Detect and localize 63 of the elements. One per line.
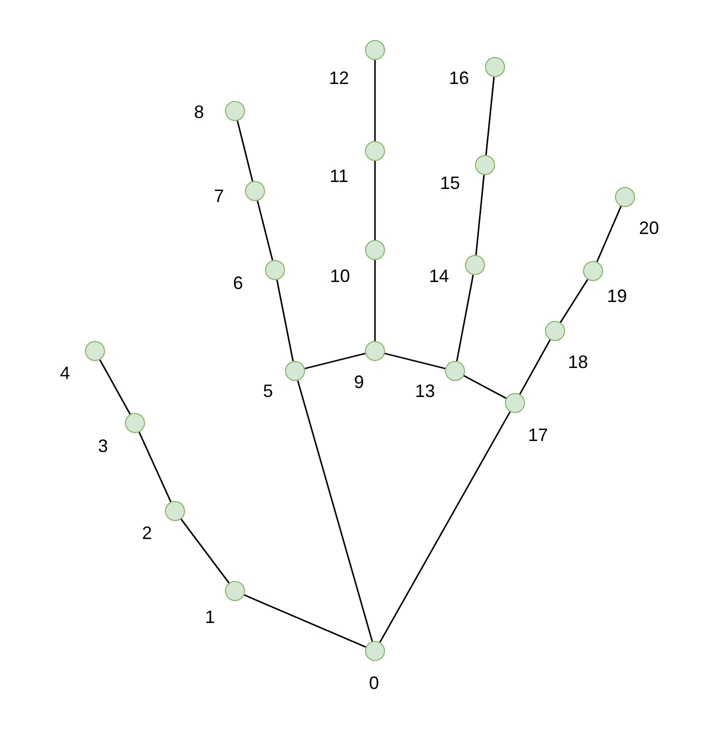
joint-circle xyxy=(285,361,305,381)
landmark-number: 1 xyxy=(205,607,215,627)
landmark-number: 13 xyxy=(414,381,436,401)
joint-circle xyxy=(245,181,265,201)
connector-line xyxy=(276,280,294,362)
connector-line xyxy=(244,594,366,648)
connector-line xyxy=(463,375,507,399)
joint-circle xyxy=(85,341,105,361)
landmark-number: 4 xyxy=(60,363,70,383)
landmark-number: 14 xyxy=(428,266,450,286)
connector-line xyxy=(297,380,373,642)
landmark-number: 18 xyxy=(568,352,588,372)
landmark-number: 7 xyxy=(214,186,224,206)
landmark-number: 12 xyxy=(328,68,350,88)
connector-line xyxy=(236,120,254,182)
connector-line xyxy=(374,60,376,141)
landmark-number: 11 xyxy=(330,166,348,186)
connector-line xyxy=(485,76,495,156)
joint-circle xyxy=(615,187,635,207)
landmark-number: 10 xyxy=(330,266,350,286)
joint-circle xyxy=(465,255,485,275)
landmark-number: 20 xyxy=(638,218,660,238)
joint-circle xyxy=(365,341,385,361)
joint-circle xyxy=(505,393,525,413)
joint-circle xyxy=(445,361,465,381)
landmark-number: 9 xyxy=(354,372,364,392)
connector-line xyxy=(475,174,485,256)
landmark-number: 15 xyxy=(440,173,460,193)
landmark-number: 0 xyxy=(369,673,379,693)
connector-line xyxy=(180,518,230,584)
connector-line xyxy=(374,161,376,240)
connector-line xyxy=(138,432,172,502)
joint-circle xyxy=(265,260,285,280)
joint-circle xyxy=(225,101,245,121)
connector-line xyxy=(374,260,376,341)
connector-line xyxy=(99,359,131,415)
joint-circle xyxy=(365,240,385,260)
landmark-number: 2 xyxy=(142,523,152,543)
landmark-number: 5 xyxy=(263,381,273,401)
joint-circle xyxy=(365,141,385,161)
connector-line xyxy=(379,411,511,643)
joint-circle xyxy=(475,155,495,175)
joint-circle xyxy=(225,581,245,601)
connector-line xyxy=(456,274,474,362)
landmark-number: 16 xyxy=(448,68,470,88)
joint-circle xyxy=(583,261,603,281)
connector-line xyxy=(384,352,446,370)
joint-circle xyxy=(125,413,145,433)
connector-line xyxy=(256,200,274,260)
joint-circle xyxy=(365,641,385,661)
landmark-number: 8 xyxy=(194,102,204,122)
joint-circle xyxy=(365,40,385,60)
landmark-number: 6 xyxy=(233,273,243,293)
landmark-number: 19 xyxy=(606,286,628,306)
joint-circle xyxy=(485,57,505,77)
landmark-number: 17 xyxy=(528,425,548,445)
landmark-number: 3 xyxy=(98,436,108,456)
connector-line xyxy=(304,352,366,370)
connector-line xyxy=(596,206,622,262)
joint-circle xyxy=(545,321,565,341)
connector-line xyxy=(560,279,588,323)
connector-line xyxy=(519,339,551,395)
joint-circle xyxy=(165,501,185,521)
